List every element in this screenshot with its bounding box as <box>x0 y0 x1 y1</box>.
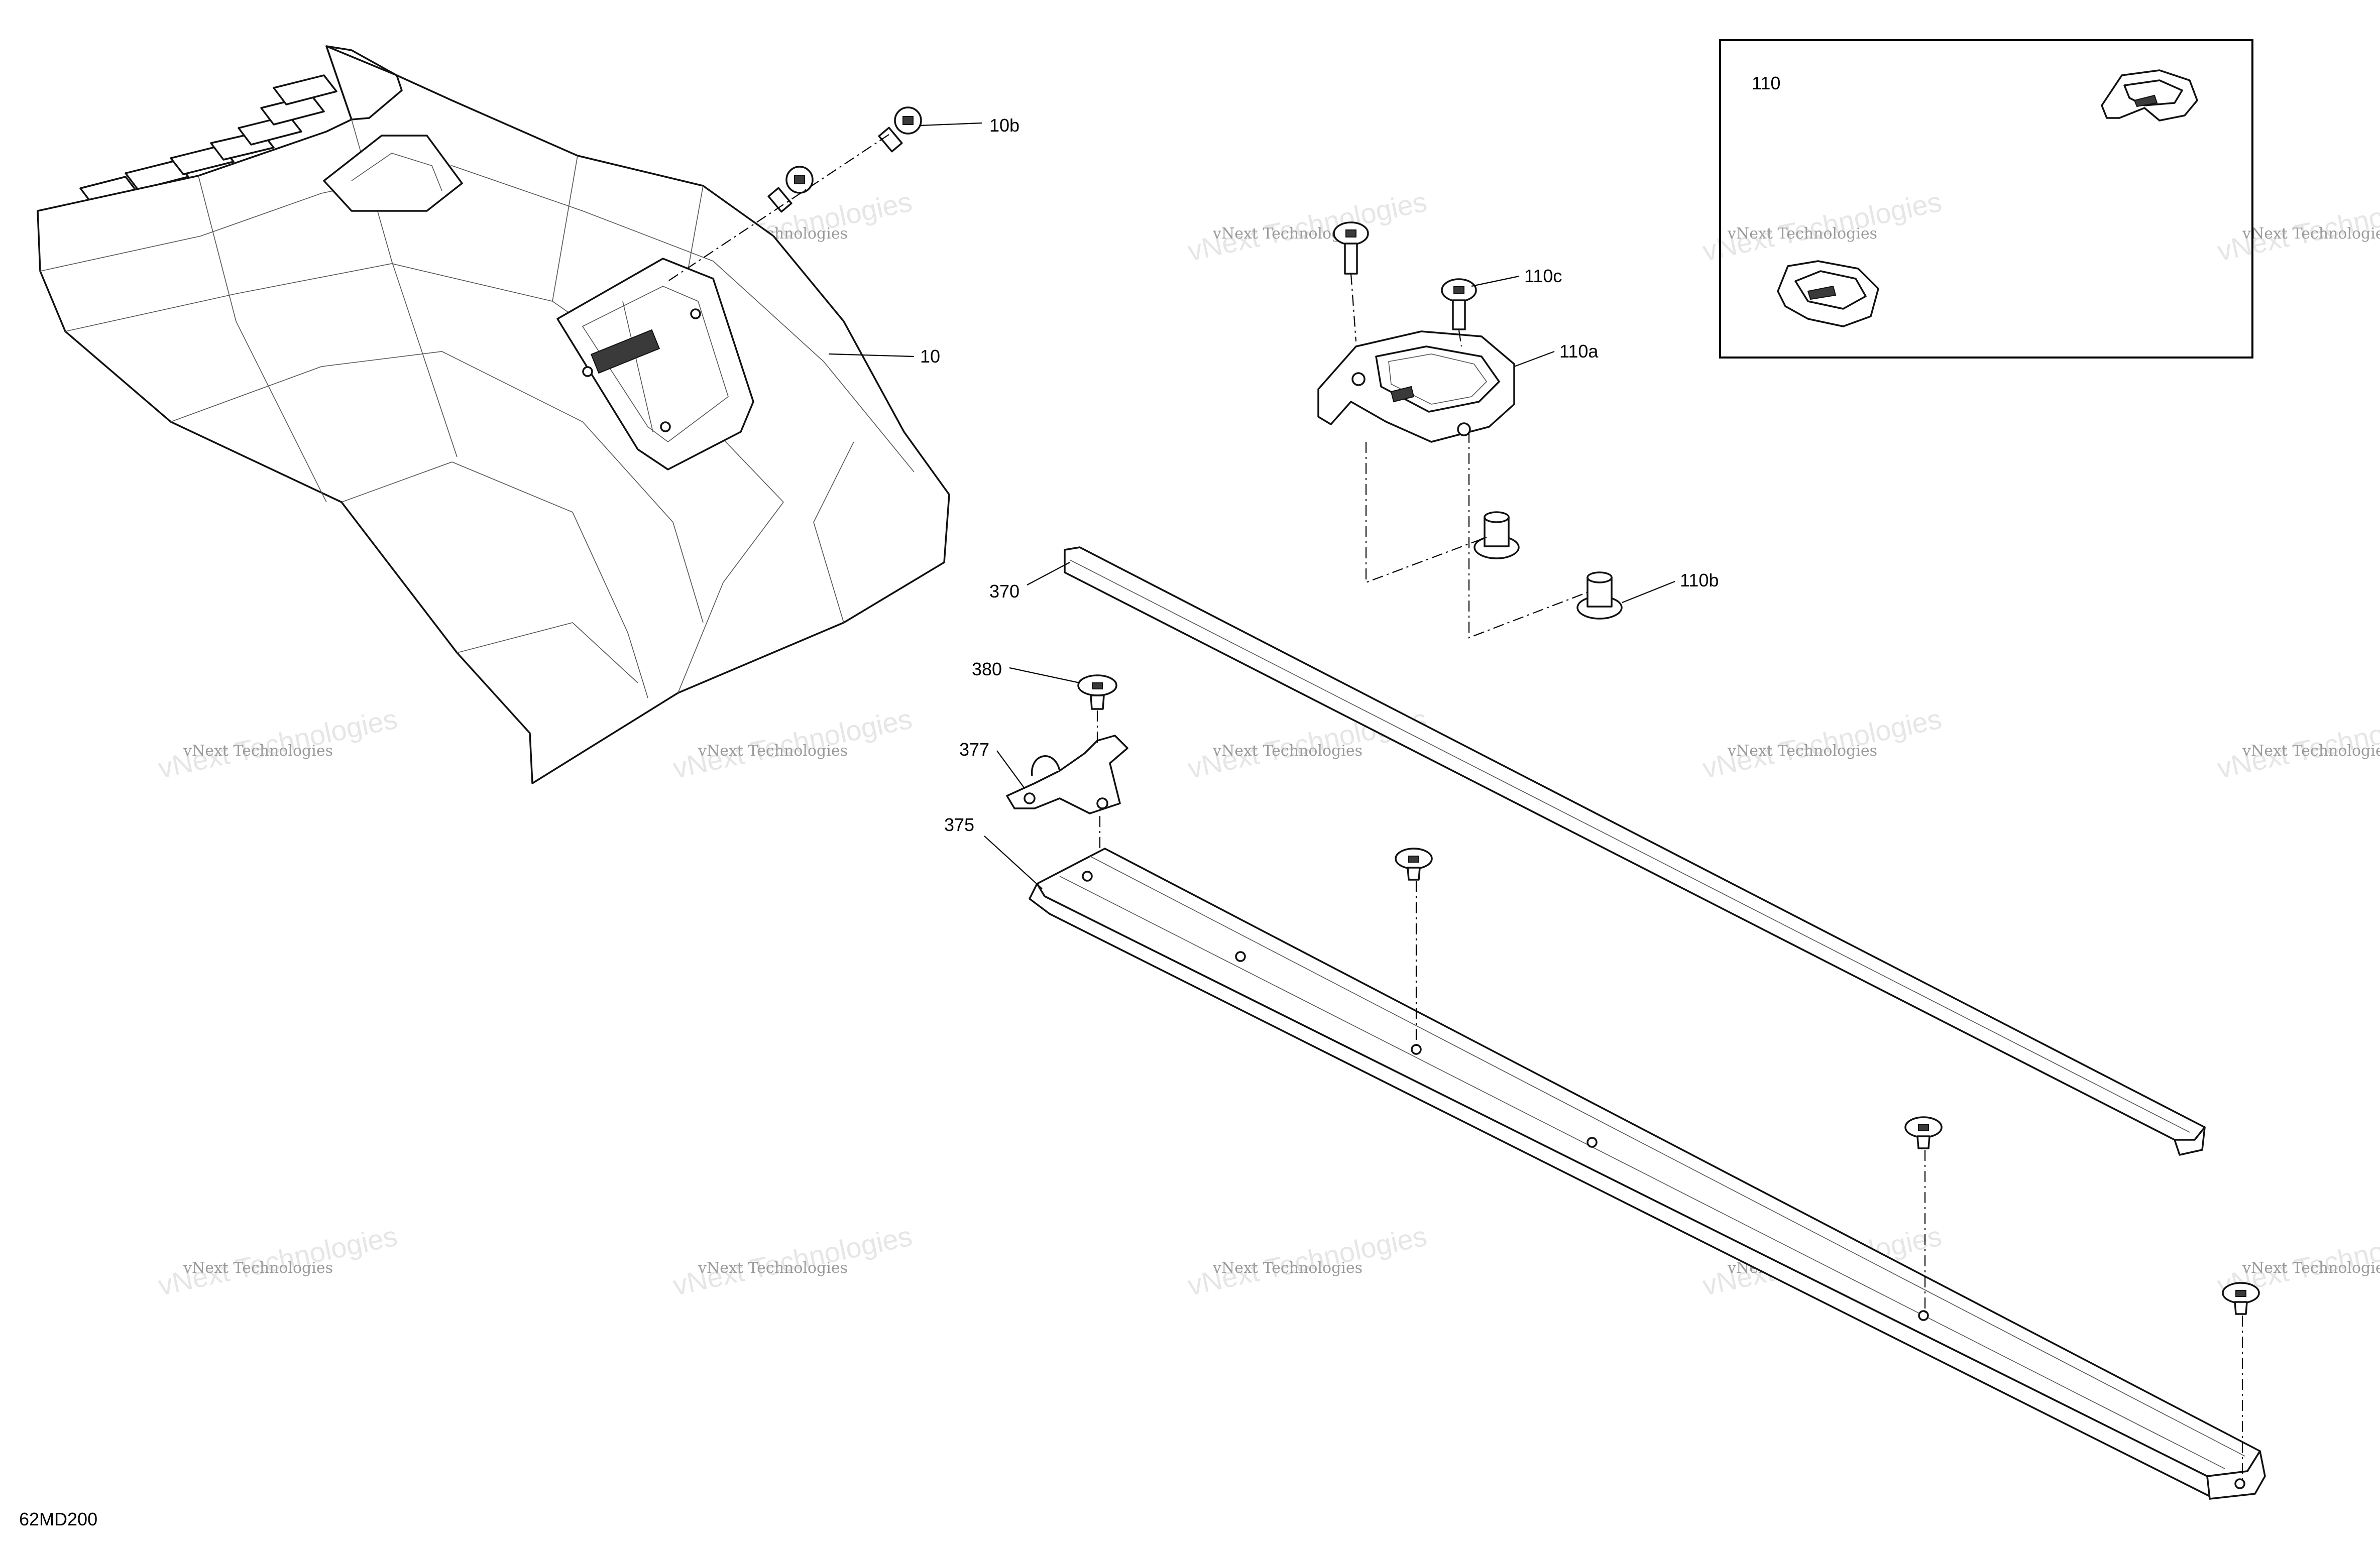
leader-377 <box>996 750 1025 789</box>
watermark-r3c2: vNext Technologies vNext Technologies <box>670 1220 915 1301</box>
leader-370 <box>1027 562 1070 585</box>
svg-text:vNext Technologies: vNext Technologies <box>2242 225 2380 243</box>
inset-handle-bottom <box>1777 260 1879 327</box>
callout-110b: 110b <box>1680 570 1719 590</box>
callout-10b: 10b <box>989 115 1019 136</box>
svg-text:vNext Technologies: vNext Technologies <box>183 742 333 760</box>
axis-377 <box>1096 710 1101 854</box>
watermark-r3c1: vNext Technologies vNext Technologies <box>155 1220 400 1301</box>
panel-top-lip <box>325 45 403 121</box>
svg-text:vNext Technologies: vNext Technologies <box>2242 1259 2380 1277</box>
watermark-r1c5: vNext Technologies vNext Technologies <box>2214 185 2380 267</box>
inset-label: 110 <box>1752 73 1780 93</box>
screw-10b-upper <box>878 106 922 153</box>
watermark-r2c1: vNext Technologies vNext Technologies <box>155 702 400 784</box>
callout-370: 370 <box>989 581 1019 602</box>
svg-text:vNext Technologies: vNext Technologies <box>183 1259 333 1277</box>
rail-rivet-2 <box>1904 1116 1943 1149</box>
callout-10: 10 <box>920 346 940 367</box>
watermark-r2c2: vNext Technologies vNext Technologies <box>670 702 915 784</box>
rail-rivet-3 <box>2222 1282 2260 1315</box>
leader-380 <box>1009 667 1080 684</box>
svg-text:vNext Technologies: vNext Technologies <box>698 1259 848 1277</box>
axis-10b <box>667 134 889 282</box>
clip-377 <box>1006 735 1128 814</box>
bolt-110c-right <box>1441 278 1477 330</box>
callout-380: 380 <box>972 659 1002 679</box>
callout-110c: 110c <box>1524 266 1562 286</box>
callout-375: 375 <box>944 814 974 835</box>
svg-text:vNext Technologies: vNext Technologies <box>1727 225 1877 243</box>
vent-fins <box>79 74 337 206</box>
svg-text:vNext Technologies: vNext Technologies <box>2242 742 2380 760</box>
panel-badge <box>590 329 660 374</box>
leader-110c <box>1471 275 1520 287</box>
bolt-110c-left <box>1333 221 1369 275</box>
drawing-id: 62MD200 <box>19 1509 97 1529</box>
nut-110b-right <box>1576 571 1623 620</box>
handle-110a <box>1317 330 1515 443</box>
svg-text:vNext Technologies: vNext Technologies <box>1727 742 1877 760</box>
skid-rail-375 <box>1029 848 2266 1500</box>
watermark-r1c4: vNext Technologies vNext Technologies <box>1699 185 1944 267</box>
axis-110-left <box>1350 273 1487 583</box>
svg-text:vNext Technologies: vNext Technologies <box>698 742 848 760</box>
panel-scoop-upper <box>323 135 463 212</box>
panel-handle-recess <box>556 258 754 470</box>
watermark-r2c4: vNext Technologies vNext Technologies <box>1699 702 1944 784</box>
edge-trim-370 <box>1064 546 2206 1156</box>
inset-box-110: 110 <box>1719 39 2253 359</box>
screw-10b-lower <box>767 166 814 213</box>
callout-377: 377 <box>959 739 989 760</box>
svg-text:vNext Technologies: vNext Technologies <box>1212 1259 1363 1277</box>
watermark-r1c3: vNext Technologies vNext Technologies <box>1185 185 1429 267</box>
front-panel-part <box>37 45 950 784</box>
leader-10 <box>828 353 915 358</box>
watermark-r2c5: vNext Technologies vNext Technologies <box>2214 702 2380 784</box>
rivet-380 <box>1077 674 1117 710</box>
inset-handle-top <box>2101 69 2198 122</box>
leader-110a <box>1514 350 1555 368</box>
leader-375 <box>984 836 1043 889</box>
leader-10b <box>919 122 982 127</box>
rail-rivet-1 <box>1395 848 1433 881</box>
svg-text:vNext Technologies: vNext Technologies <box>1212 742 1363 760</box>
nut-110b-left <box>1474 511 1520 559</box>
axis-110-right <box>1458 330 1588 639</box>
leader-110b <box>1622 580 1675 604</box>
watermark-r3c3: vNext Technologies vNext Technologies <box>1185 1220 1429 1301</box>
callout-110a: 110a <box>1559 341 1599 362</box>
